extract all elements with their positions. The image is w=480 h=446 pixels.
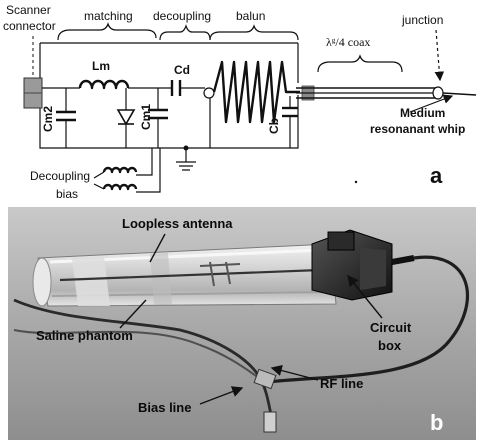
saline-phantom-label: Saline phantom: [36, 328, 133, 343]
scanner-connector-label-line2: connector: [3, 19, 56, 33]
decoupling-label: decoupling: [153, 9, 211, 23]
bias-line-label: Bias line: [138, 400, 191, 415]
cm1-label: Cm1: [139, 104, 153, 130]
whip-label-line1: Medium: [400, 106, 445, 120]
lm-label: Lm: [92, 59, 110, 73]
decoupling-brace: [159, 24, 211, 41]
loopless-antenna-label: Loopless antenna: [122, 216, 233, 231]
bias-inductor-bottom: [102, 183, 138, 191]
coax-brace: [317, 54, 403, 73]
rf-line-label: RF line: [320, 376, 363, 391]
ground-symbol: [176, 148, 196, 171]
circuit-box-label-line2: box: [378, 338, 402, 353]
junction-point: [432, 86, 444, 100]
junction-arrow: [434, 29, 445, 82]
loopless-antenna: [59, 268, 321, 282]
decoupling-bias-label-line1: Decoupling: [30, 169, 90, 183]
matching-label: matching: [84, 9, 133, 23]
whip-label-line2: resonanant whip: [370, 122, 465, 136]
decoupling-bias-label-line2: bias: [56, 187, 78, 201]
panel-b-photo: Loopless antenna Saline phantom Circuit …: [8, 207, 476, 440]
scanner-connector-label-line1: Scanner: [6, 3, 51, 17]
balun-coil: [212, 60, 300, 124]
bias-line-cable: [13, 298, 276, 431]
panel-a-letter: a: [430, 163, 443, 188]
lm-inductor: [78, 79, 130, 90]
junction-label: junction: [401, 13, 443, 27]
bias-inductor-top: [102, 166, 138, 174]
balun-label: balun: [236, 9, 265, 23]
balun-brace: [209, 24, 299, 41]
loopless-antenna-pointer: [149, 233, 166, 263]
whip-arrow: [409, 94, 454, 113]
coax-label: λᵍ/4 coax: [326, 35, 370, 49]
panel-a-schematic: Scanner connector matching decoupling ba…: [3, 3, 477, 201]
circuit-box-pointer: [347, 274, 383, 319]
circuit-box: [311, 229, 415, 301]
cb-label: Cb: [267, 118, 281, 134]
photo-background: [8, 207, 476, 440]
rf-connector: [253, 368, 277, 433]
cm2-label: Cm2: [41, 106, 55, 132]
bias-line-pointer: [199, 386, 244, 405]
coax-cable: [296, 87, 436, 99]
panel-b-letter: b: [430, 410, 443, 435]
rf-line-cable: [267, 255, 469, 384]
diode: [116, 109, 136, 126]
whip-wire: [442, 92, 477, 96]
cd-label: Cd: [174, 63, 190, 77]
circuit-box-label-line1: Circuit: [370, 320, 412, 335]
saline-phantom-pointer: [119, 299, 147, 329]
rf-line-pointer: [270, 365, 319, 381]
matching-brace: [57, 22, 157, 41]
